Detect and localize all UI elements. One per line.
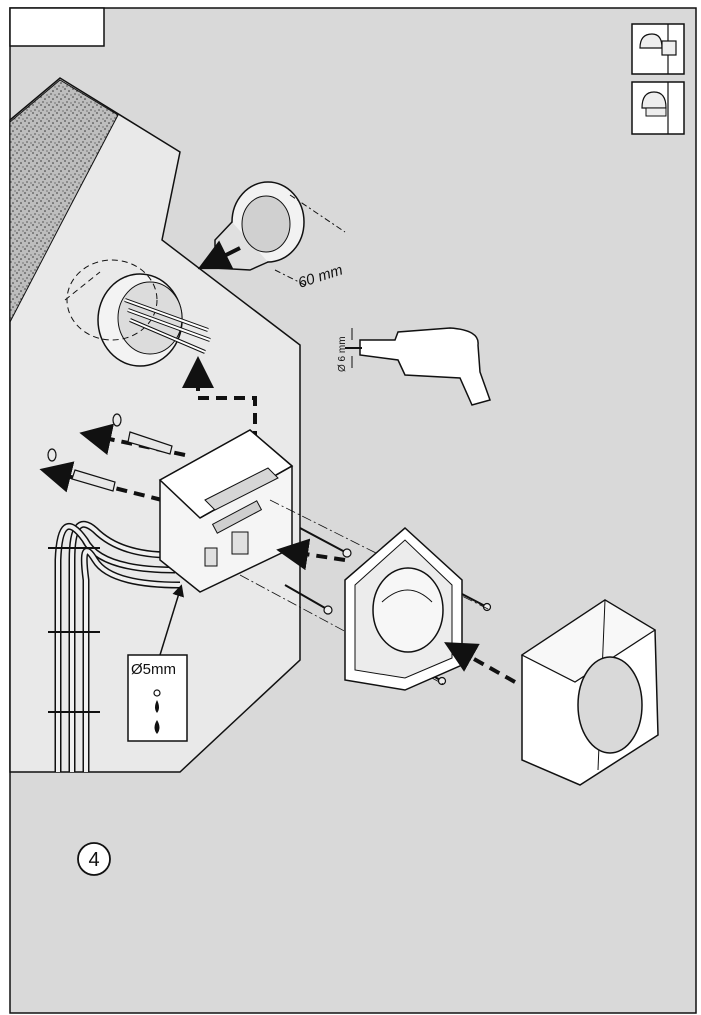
hole-diameter-label: Ø5mm	[131, 661, 176, 678]
thermostat-frame	[344, 526, 463, 691]
base-to-wall-arrow	[276, 538, 346, 571]
wall-dowel-lower	[47, 448, 116, 492]
remove-box-arrow	[197, 240, 241, 270]
drill-diameter-label: Ø 6 mm	[337, 336, 348, 372]
drain-hole-leader	[159, 584, 184, 656]
cover-to-frame-arrow	[444, 642, 516, 684]
surface-mount-thermostat-icon	[631, 81, 685, 135]
step-number-circle	[77, 842, 111, 876]
thermostat-cover	[520, 599, 659, 786]
drill-icon	[345, 327, 491, 406]
wall-dowel-upper	[112, 413, 173, 455]
drain-hole-box	[127, 654, 188, 742]
cable-route-arrow	[182, 356, 257, 460]
wall-box-with-cables	[64, 259, 211, 367]
thermostat-base	[158, 429, 294, 593]
cable-bundle	[48, 520, 181, 772]
base-screw-lower	[284, 584, 333, 615]
base-screw-upper	[299, 527, 352, 558]
flush-mount-thermostat-icon	[631, 23, 685, 75]
header-tab	[9, 7, 105, 47]
wall-plaster-texture	[9, 79, 119, 323]
step-number: 4	[88, 849, 99, 871]
